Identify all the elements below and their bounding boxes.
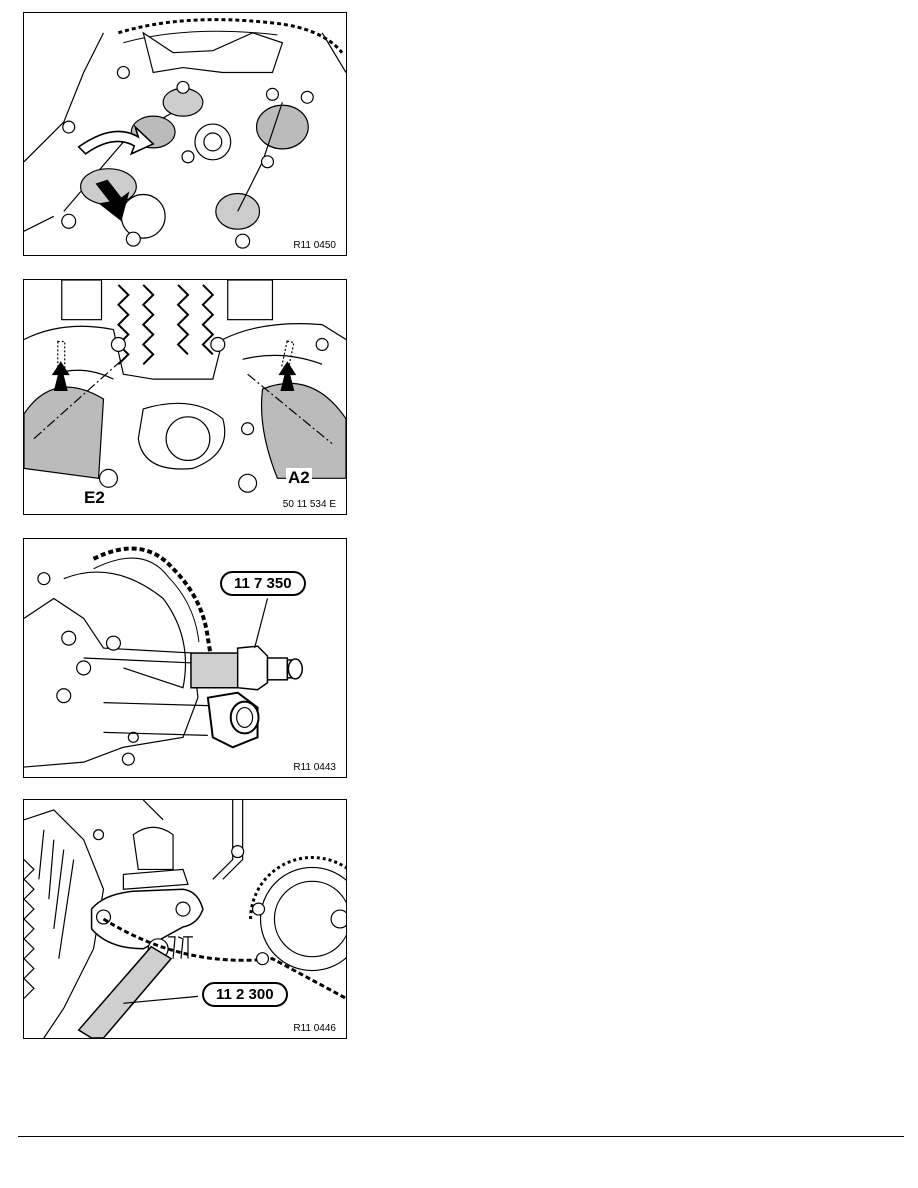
- figure-4-reference: R11 0446: [291, 1023, 338, 1034]
- figure-4-tool-11-2-300: 11 2 300 R11 0446: [23, 799, 347, 1039]
- tool-label-11-7-350: 11 7 350: [220, 571, 306, 596]
- figure-2-camshaft-markings: E2 A2 50 11 534 E: [23, 279, 347, 515]
- marker-e2: E2: [82, 488, 107, 508]
- figure-3-reference: R11 0443: [291, 762, 338, 773]
- footer-divider: [18, 1136, 904, 1137]
- figure-2-illustration: [24, 280, 346, 493]
- marker-a2: A2: [286, 468, 312, 488]
- figure-3-tool-11-7-350: 11 7 350 R11 0443: [23, 538, 347, 778]
- figure-1-camshaft-rotation: R11 0450: [23, 12, 347, 256]
- figure-3-illustration: [24, 546, 304, 768]
- tool-label-11-2-300: 11 2 300: [202, 982, 288, 1007]
- figure-1-reference: R11 0450: [291, 240, 338, 251]
- figure-1-illustration: [24, 18, 346, 249]
- figure-2-reference: 50 11 534 E: [280, 499, 338, 510]
- figure-4-illustration: [24, 800, 346, 1038]
